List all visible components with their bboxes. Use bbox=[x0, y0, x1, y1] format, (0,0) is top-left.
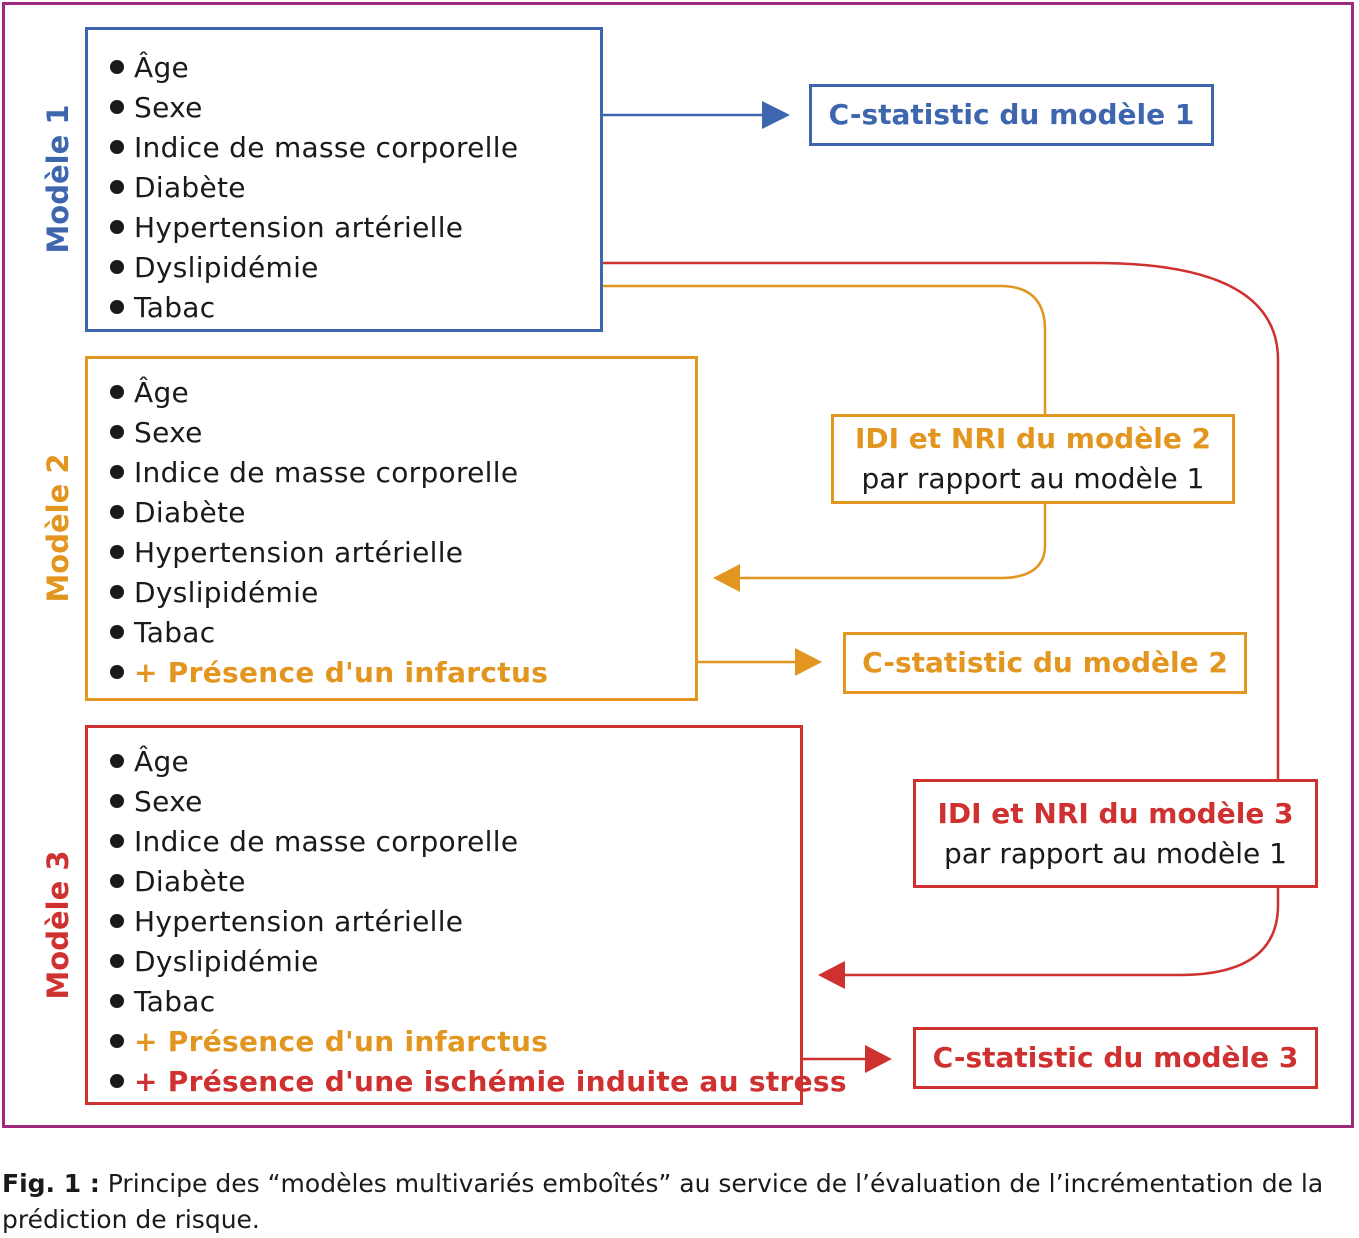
figure-frame bbox=[2, 2, 1354, 1128]
connector-model1-idi2 bbox=[603, 284, 1047, 414]
cstat-model1-box: C-statistic du modèle 1 bbox=[809, 84, 1214, 146]
model1-side-label: Modèle 1 bbox=[41, 104, 75, 254]
model2-box: Âge Sexe Indice de masse corporelle Diab… bbox=[85, 356, 698, 701]
caption-label: Fig. 1 : bbox=[2, 1169, 100, 1198]
cstat-model2-label: C-statistic du modèle 2 bbox=[862, 646, 1228, 679]
connector-idi2-model2 bbox=[738, 504, 1047, 580]
idi-model3-subtitle: par rapport au modèle 1 bbox=[943, 836, 1287, 870]
list-item: Dyslipidémie bbox=[110, 573, 695, 613]
list-item-addition: + Présence d'un infarctus bbox=[110, 1022, 800, 1062]
list-item: Dyslipidémie bbox=[110, 248, 600, 288]
connector-model1-idi3 bbox=[603, 261, 1280, 779]
idi-model2-subtitle: par rapport au modèle 1 bbox=[861, 462, 1205, 495]
arrowhead-model3-cstat bbox=[865, 1045, 892, 1073]
list-item: Hypertension artérielle bbox=[110, 533, 695, 573]
list-item: Sexe bbox=[110, 88, 600, 128]
idi-model2-title: IDI et NRI du modèle 2 bbox=[854, 422, 1212, 455]
arrowhead-model1-cstat bbox=[762, 101, 790, 129]
list-item: Indice de masse corporelle bbox=[110, 822, 800, 862]
model2-variable-list: Âge Sexe Indice de masse corporelle Diab… bbox=[110, 373, 695, 693]
figure-caption: Fig. 1 : Principe des “modèles multivari… bbox=[2, 1166, 1354, 1238]
list-item: Tabac bbox=[110, 982, 800, 1022]
list-item: Tabac bbox=[110, 613, 695, 653]
list-item: Diabète bbox=[110, 862, 800, 902]
cstat-model1-label: C-statistic du modèle 1 bbox=[828, 98, 1195, 131]
idi-model3-box: IDI et NRI du modèle 3 par rapport au mo… bbox=[913, 779, 1318, 888]
list-item-addition: + Présence d'une ischémie induite au str… bbox=[110, 1062, 847, 1102]
list-item-addition: + Présence d'un infarctus bbox=[110, 653, 695, 693]
model3-box: Âge Sexe Indice de masse corporelle Diab… bbox=[85, 725, 847, 1105]
arrowhead-model2-cstat bbox=[795, 648, 822, 676]
list-item: Tabac bbox=[110, 288, 600, 328]
list-item: Diabète bbox=[110, 168, 600, 208]
list-item: Âge bbox=[110, 48, 600, 88]
idi-model2-box: IDI et NRI du modèle 2 par rapport au mo… bbox=[831, 414, 1235, 504]
model1-variable-list: Âge Sexe Indice de masse corporelle Diab… bbox=[110, 48, 600, 328]
cstat-model3-label: C-statistic du modèle 3 bbox=[932, 1041, 1299, 1074]
list-item: Indice de masse corporelle bbox=[110, 453, 695, 493]
arrowhead-idi3-model3 bbox=[818, 961, 845, 989]
cstat-model3-box: C-statistic du modèle 3 bbox=[913, 1027, 1318, 1089]
caption-text: Principe des “modèles multivariés emboît… bbox=[2, 1169, 1324, 1234]
list-item: Diabète bbox=[110, 493, 695, 533]
cstat-model2-box: C-statistic du modèle 2 bbox=[843, 632, 1247, 694]
list-item: Âge bbox=[110, 373, 695, 413]
arrowhead-idi2-model2 bbox=[713, 564, 740, 592]
list-item: Hypertension artérielle bbox=[110, 902, 800, 942]
model3-side-label: Modèle 3 bbox=[41, 850, 75, 1000]
list-item: Sexe bbox=[110, 413, 695, 453]
list-item: Sexe bbox=[110, 782, 800, 822]
list-item: Dyslipidémie bbox=[110, 942, 800, 982]
model3-variable-list: Âge Sexe Indice de masse corporelle Diab… bbox=[110, 742, 847, 1102]
list-item: Indice de masse corporelle bbox=[110, 128, 600, 168]
model2-side-label: Modèle 2 bbox=[41, 453, 75, 603]
model1-box: Âge Sexe Indice de masse corporelle Diab… bbox=[85, 27, 603, 332]
list-item: Hypertension artérielle bbox=[110, 208, 600, 248]
connector-idi3-model3 bbox=[842, 887, 1280, 977]
list-item: Âge bbox=[110, 742, 800, 782]
idi-model3-title: IDI et NRI du modèle 3 bbox=[937, 796, 1294, 830]
